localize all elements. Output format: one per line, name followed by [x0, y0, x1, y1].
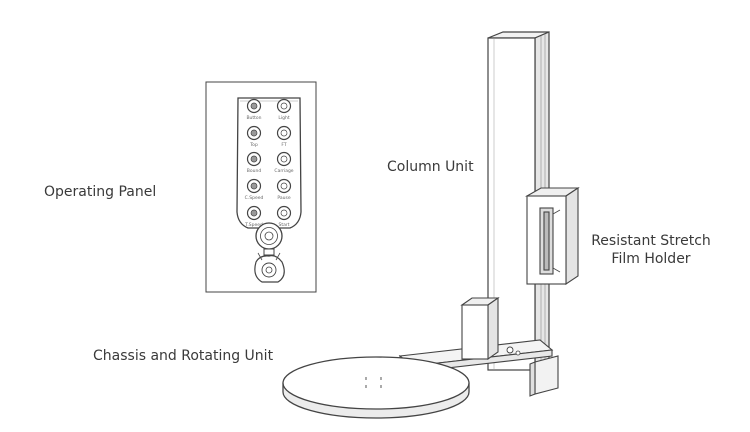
panel-knob-label: T.Speed [244, 222, 263, 228]
panel-knob-label: Carriage [274, 168, 293, 174]
panel-knob-label: Bound [247, 168, 262, 174]
label-column-unit: Column Unit [387, 159, 474, 175]
film-holder-drawing [524, 186, 580, 286]
label-operating-panel: Operating Panel [44, 184, 157, 200]
turntable-top [282, 356, 470, 410]
panel-knob-center [250, 129, 258, 137]
label-film-holder-line1: Resistant Stretch [591, 233, 711, 249]
panel-knob-label: Pause [277, 195, 290, 201]
panel-knob-center [280, 102, 288, 110]
panel-knob-center [250, 182, 258, 190]
panel-knob-center [250, 102, 258, 110]
panel-knob-label: Start [279, 222, 290, 228]
panel-knob-center [250, 209, 258, 217]
panel-knob-label: Light [278, 115, 289, 121]
panel-knob-center [280, 209, 288, 217]
panel-knob-label: FT [281, 142, 287, 148]
panel-knob-label: Top [249, 142, 258, 148]
panel-knob-label: Button [246, 115, 261, 121]
label-chassis: Chassis and Rotating Unit [93, 348, 274, 364]
panel-knob-center [280, 129, 288, 137]
turntable-drawing [282, 356, 470, 419]
panel-knob-center [250, 155, 258, 163]
panel-knob-center [280, 155, 288, 163]
panel-knob-center [280, 182, 288, 190]
panel-knob-label: C.Speed [245, 195, 264, 201]
label-film-holder: Resistant Stretch Film Holder [588, 232, 714, 268]
pendant-cable-connector [263, 248, 275, 256]
label-film-holder-line2: Film Holder [611, 251, 691, 267]
